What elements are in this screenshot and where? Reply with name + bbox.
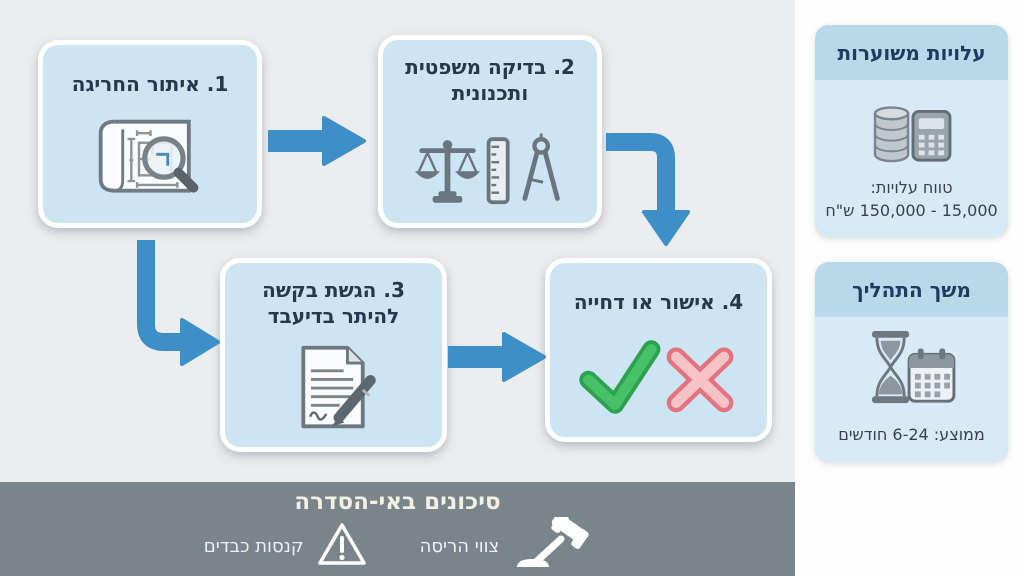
check-and-x-icon xyxy=(573,315,745,437)
cost-range-label: טווח עלויות: xyxy=(870,178,953,197)
risk-item-heavy-fines: קנסות כבדים xyxy=(204,520,368,572)
hourglass-calendar-icon xyxy=(866,329,958,411)
step-box-3-submit-retroactive-permit: 3. הגשת בקשה להיתר בדיעבד xyxy=(220,258,447,452)
step-2-title: 2. בדיקה משפטית ותכנונית xyxy=(405,55,575,105)
process-duration-body: ממוצע: 6-24 חודשים xyxy=(815,317,1008,446)
warning-triangle-icon xyxy=(316,520,368,572)
gavel-icon xyxy=(511,513,591,575)
step-1-title: 1. איתור החריגה xyxy=(71,72,229,96)
estimated-costs-panel: עלויות משוערות טווח עלויות: 15,000 xyxy=(815,25,1008,237)
duration-value: ממוצע: 6-24 חודשים xyxy=(838,425,985,444)
risk-items-row: צווי הריסה קנסות כבדים xyxy=(0,513,795,575)
risk-item-label: צווי הריסה xyxy=(419,535,500,557)
arrow-step1-to-step3 xyxy=(137,240,220,366)
process-duration-title: משך התהליך xyxy=(815,262,1008,317)
risk-bar: סיכונים באי-הסדרה צווי הריסה xyxy=(0,482,795,576)
step-box-2-legal-planning-check: 2. בדיקה משפטית ותכנונית xyxy=(378,35,602,228)
process-duration-panel: משך התהליך xyxy=(815,262,1008,462)
step-box-1-locate-violation: 1. איתור החריגה xyxy=(38,40,262,228)
coins-calculator-icon xyxy=(868,92,956,168)
blueprint-magnifier-icon xyxy=(93,97,208,223)
cost-range-value: 15,000 - 150,000 ש"ח xyxy=(825,201,998,221)
estimated-costs-body: טווח עלויות: 15,000 - 150,000 ש"ח xyxy=(815,80,1008,222)
scales-ruler-compass-icon xyxy=(413,106,568,223)
step-box-4-approval-or-rejection: 4. אישור או דחייה xyxy=(545,258,772,442)
step-3-title: 3. הגשת בקשה להיתר בדיעבד xyxy=(262,278,405,328)
risk-item-demolition-orders: צווי הריסה xyxy=(419,513,592,575)
arrow-step3-to-step4 xyxy=(448,332,546,382)
document-pen-icon xyxy=(284,329,384,447)
arrow-step2-to-step4 xyxy=(606,133,690,246)
step-4-title: 4. אישור או דחייה xyxy=(573,290,744,314)
risk-bar-title: סיכונים באי-הסדרה xyxy=(294,489,501,515)
estimated-costs-title: עלויות משוערות xyxy=(815,25,1008,80)
arrow-step1-to-step2 xyxy=(268,116,366,166)
risk-item-label: קנסות כבדים xyxy=(203,535,304,557)
